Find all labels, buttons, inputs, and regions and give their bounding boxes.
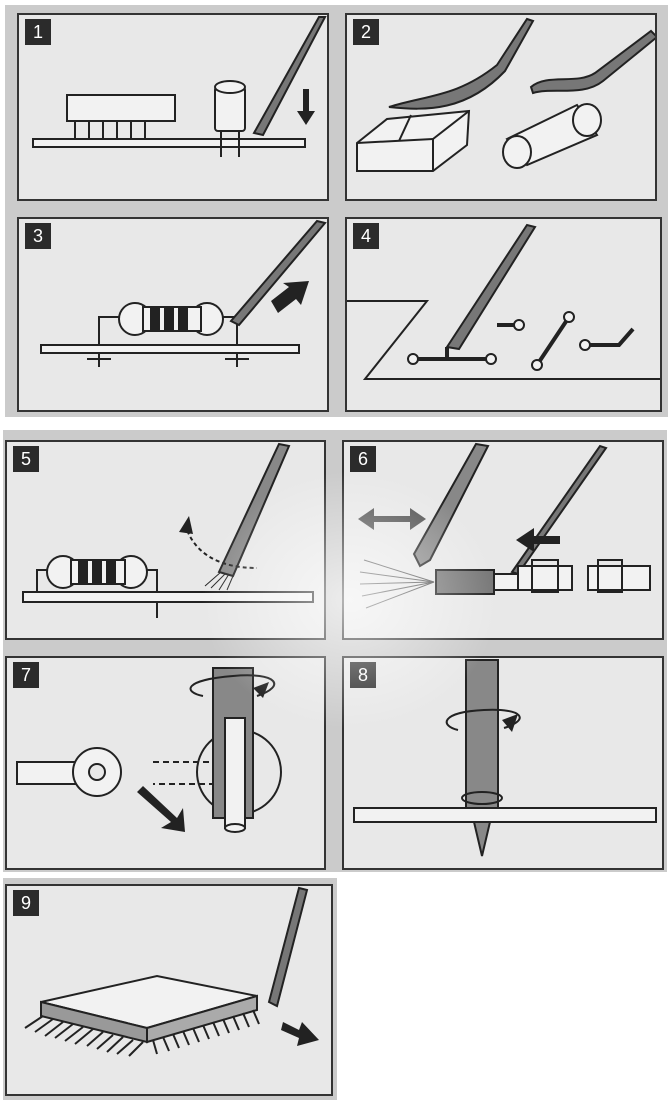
step-4-illustration: [347, 223, 660, 380]
left-arrow: [516, 528, 560, 552]
board-edge: [347, 300, 660, 380]
wire-2: [535, 315, 571, 367]
motion-arrow: [179, 516, 193, 534]
capacitor-top: [214, 80, 246, 94]
step-panel-5: 5: [5, 440, 326, 640]
brush-tool: [412, 442, 490, 568]
circuit-board: [32, 138, 306, 148]
step-number-9: 9: [13, 890, 39, 916]
down-right-arrow: [281, 1022, 319, 1046]
resistor: [118, 302, 224, 336]
step-1-illustration: [32, 16, 327, 157]
step-2-illustration: [356, 17, 655, 172]
step-panel-6: 6: [342, 440, 664, 640]
step-5-illustration: [22, 442, 314, 618]
down-right-arrow: [137, 786, 185, 832]
up-right-arrow: [271, 281, 309, 313]
chip-pins-right: [152, 1009, 260, 1055]
wire-3: [585, 327, 635, 347]
resistor: [46, 555, 148, 589]
cable-end: [435, 569, 495, 595]
tweezers: [510, 444, 608, 576]
step-9-illustration: [24, 886, 319, 1057]
step-6-illustration: [358, 442, 651, 609]
circuit-board: [353, 807, 657, 823]
step-number-3: 3: [25, 223, 51, 249]
curved-tweezers-2: [529, 29, 655, 95]
step-3-illustration: [40, 219, 327, 367]
step-panel-8: 8: [342, 656, 664, 870]
step-panel-4: 4: [345, 217, 662, 412]
brush-tool: [217, 442, 291, 578]
double-arrow: [358, 508, 426, 530]
step-panel-7: 7: [5, 656, 326, 870]
tweezers: [229, 219, 327, 327]
tweezers: [252, 16, 327, 137]
step-number-2: 2: [353, 19, 379, 45]
chip-pins-left: [24, 1015, 144, 1057]
step-number-4: 4: [353, 223, 379, 249]
connector-left: [517, 565, 573, 591]
step-number-7: 7: [13, 662, 39, 688]
brush-bristles: [204, 571, 234, 591]
dashed-guide: [153, 761, 214, 785]
tweezers: [445, 223, 537, 351]
step-7-illustration: [16, 667, 282, 833]
ic-pins: [74, 121, 146, 139]
step-number-1: 1: [25, 19, 51, 45]
step-panel-9: 9: [5, 884, 333, 1096]
down-arrow: [297, 89, 315, 125]
step-number-6: 6: [350, 446, 376, 472]
ic-chip: [66, 94, 176, 122]
step-8-illustration: [353, 659, 657, 857]
rotation-arrow: [253, 682, 269, 698]
circuit-board: [22, 591, 314, 603]
step-panel-3: 3: [17, 217, 329, 412]
step-panel-2: 2: [345, 13, 657, 201]
pin-tool: [465, 659, 499, 809]
rotation-arrow: [502, 714, 518, 732]
step-panel-1: 1: [17, 13, 329, 201]
fiber-spray: [359, 559, 435, 609]
tweezers: [267, 886, 309, 1008]
circuit-board: [40, 344, 300, 354]
step-number-5: 5: [13, 446, 39, 472]
curved-tweezers-1: [388, 17, 535, 110]
